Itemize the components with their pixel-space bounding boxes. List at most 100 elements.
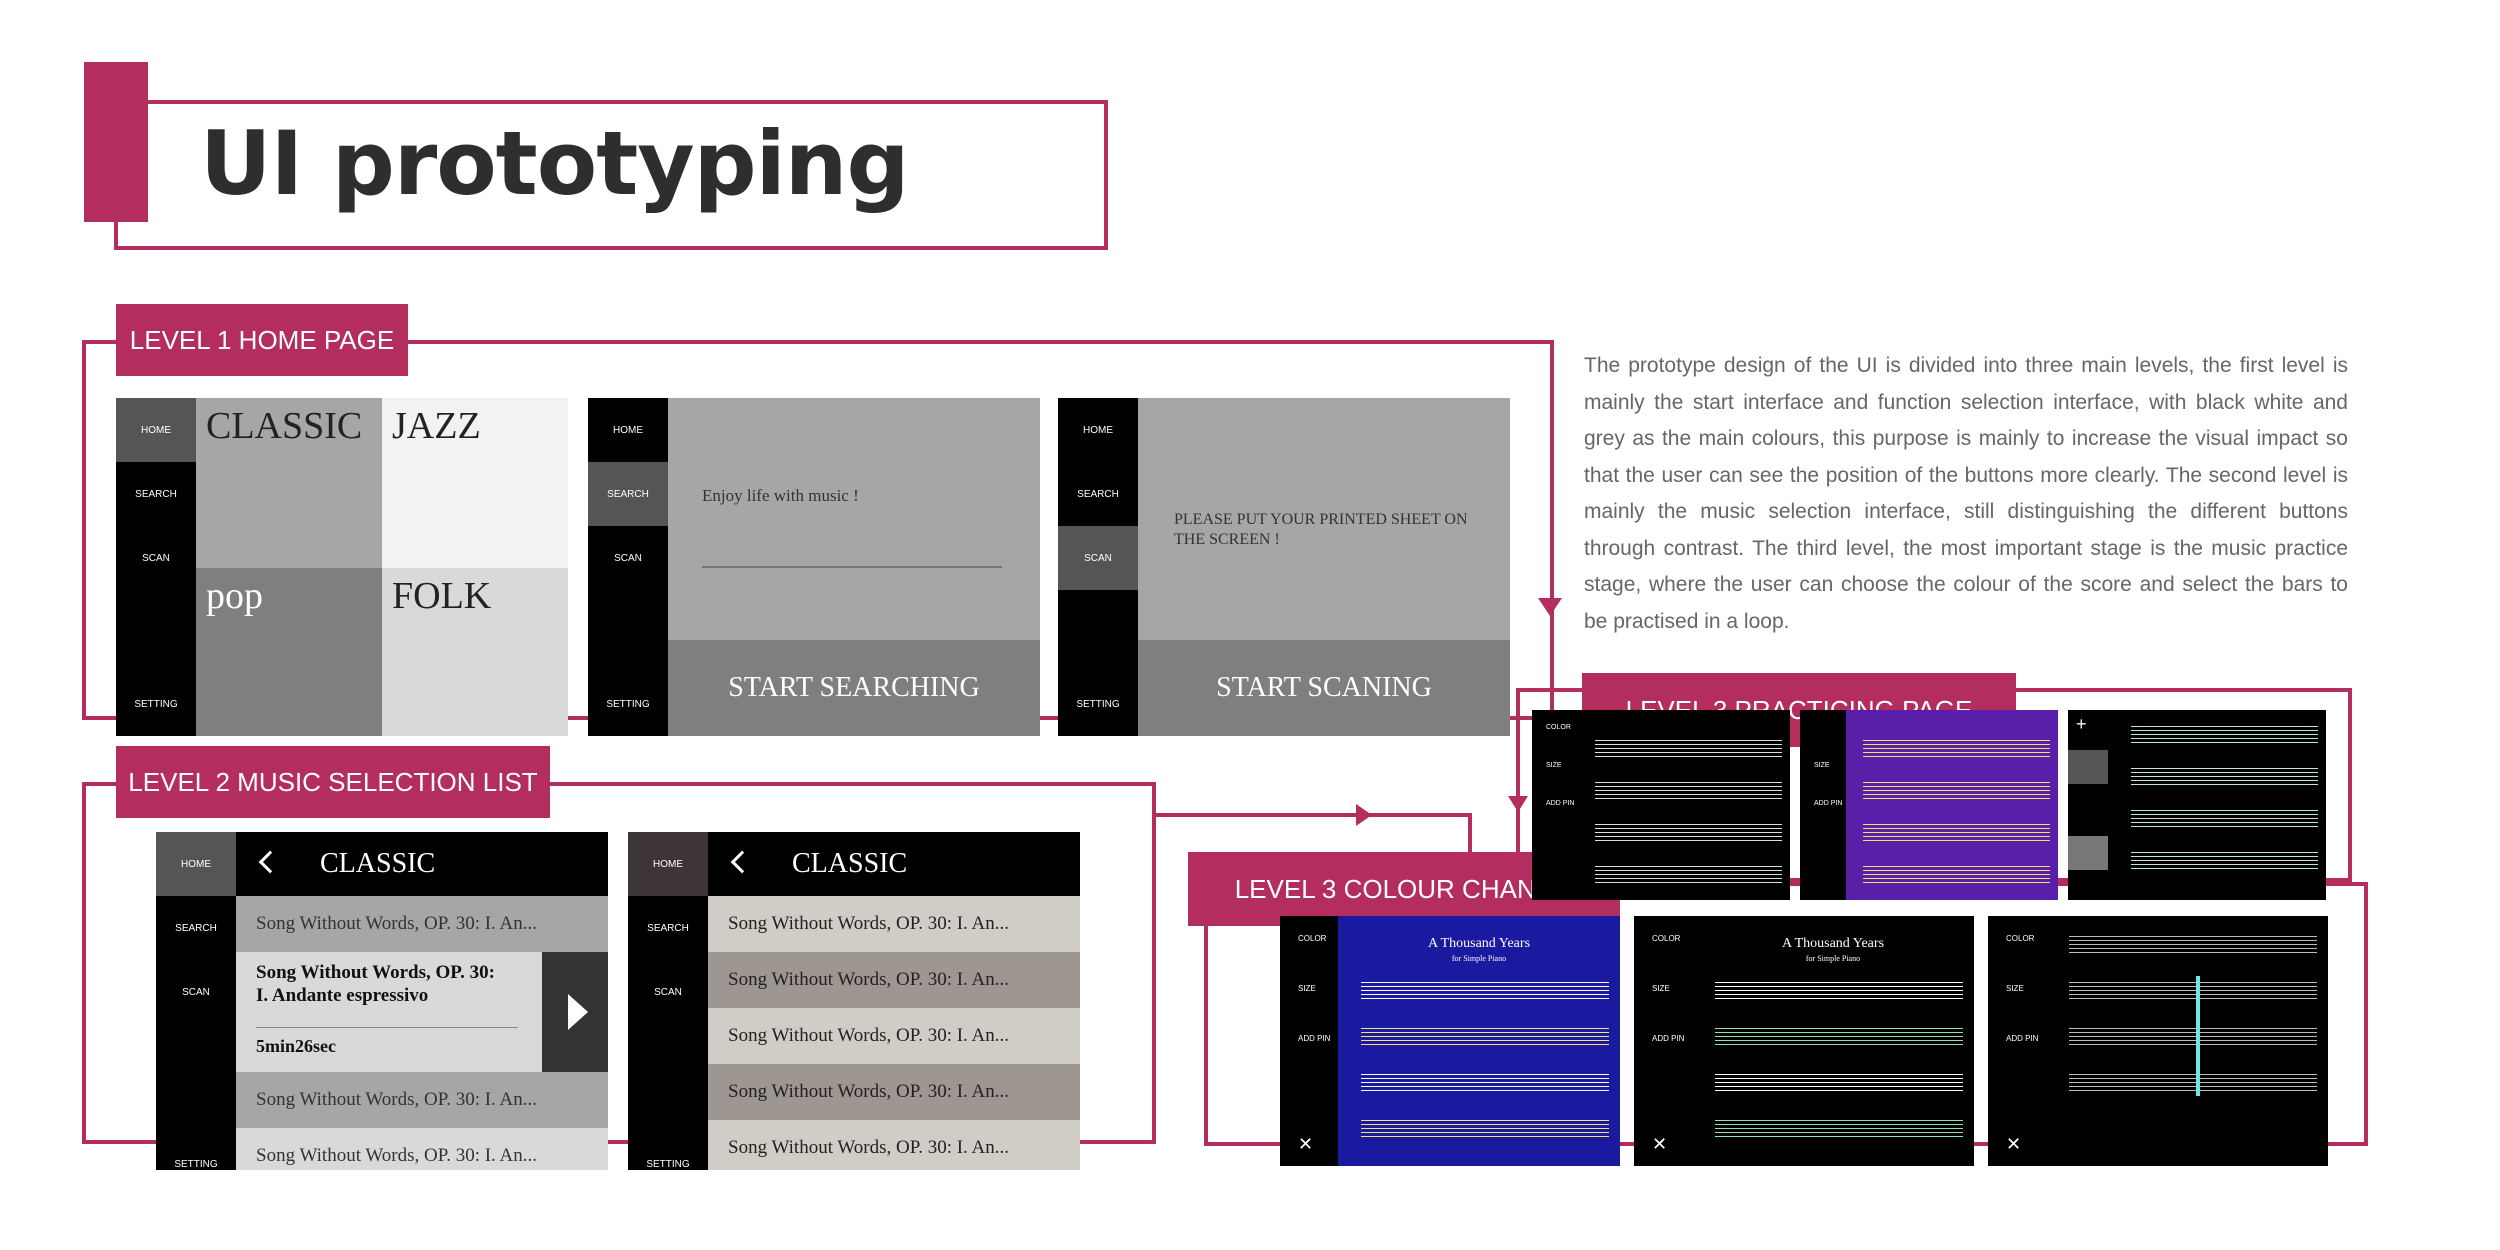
music-sheet	[1578, 710, 1790, 900]
nav-search[interactable]: SEARCH	[647, 922, 689, 934]
song-row[interactable]: Song Without Words, OP. 30: I. An...	[708, 1008, 1080, 1064]
color-option[interactable]: COLOR	[1298, 934, 1327, 943]
practice-screen-2: SIZE ADD PIN	[1800, 710, 2058, 900]
divider	[256, 1027, 518, 1028]
nav-home[interactable]: HOME	[156, 832, 236, 896]
nav-home[interactable]: HOME	[613, 424, 643, 436]
nav-scan[interactable]: SCAN	[142, 552, 170, 564]
staff-line	[1360, 1028, 1609, 1045]
nav-search[interactable]: SEARCH	[135, 488, 177, 500]
category-classic[interactable]: CLASSIC	[196, 398, 382, 568]
close-icon[interactable]: ✕	[2006, 1134, 2022, 1154]
nav-search[interactable]: SEARCH	[588, 462, 668, 526]
staff-line	[1862, 782, 2050, 799]
staff-line	[1862, 740, 2050, 757]
level1-label: LEVEL 1 HOME PAGE	[116, 304, 408, 376]
level2-frame	[82, 782, 1156, 1144]
start-scanning-button[interactable]: START SCANING	[1138, 640, 1510, 736]
header-frame	[114, 100, 1108, 250]
nav-scan[interactable]: SCAN	[1058, 526, 1138, 590]
color-option[interactable]: COLOR	[2006, 934, 2035, 943]
staff-line	[1360, 1120, 1609, 1137]
song-row[interactable]: Song Without Words, OP. 30: I. An...	[236, 1128, 608, 1170]
song-row[interactable]: Song Without Words, OP. 30: I. An...	[708, 896, 1080, 952]
nav-setting[interactable]: SETTING	[174, 1158, 218, 1170]
staff-line	[1714, 1028, 1963, 1045]
home-screen: HOME SEARCH SCAN SETTING CLASSIC JAZZ po…	[116, 398, 568, 736]
nav-setting[interactable]: SETTING	[134, 698, 178, 710]
add-pin-option[interactable]: ADD PIN	[1814, 800, 1843, 807]
song-row[interactable]: Song Without Words, OP. 30: I. An...	[708, 1120, 1080, 1170]
size-option[interactable]: SIZE	[1298, 984, 1316, 993]
staff-line	[1862, 866, 2050, 883]
nav-setting[interactable]: SETTING	[1076, 698, 1120, 710]
music-sheet: A Thousand Years for Simple Piano	[1338, 916, 1620, 1166]
score-title: A Thousand Years	[1427, 936, 1531, 951]
side-nav: HOME SEARCH SCAN SETTING	[1058, 398, 1138, 736]
size-option-active[interactable]	[2068, 750, 2108, 784]
close-icon[interactable]: ✕	[1652, 1134, 1668, 1154]
nav-scan[interactable]: SCAN	[182, 986, 210, 998]
nav-home[interactable]: HOME	[628, 832, 708, 896]
staff-line	[1360, 982, 1609, 999]
colour-screen-grey: COLOR SIZE ADD PIN ✕	[1988, 916, 2328, 1166]
color-option[interactable]: COLOR	[1546, 724, 1571, 731]
staff-line	[1714, 1120, 1963, 1137]
song-row[interactable]: Song Without Words, OP. 30: I. An...	[708, 952, 1080, 1008]
song-duration: 5min26sec	[256, 1036, 336, 1056]
nav-setting[interactable]: SETTING	[606, 698, 650, 710]
practice-screen-3: +	[2068, 710, 2326, 900]
staff-line	[1594, 782, 1782, 799]
close-icon[interactable]: ✕	[1298, 1134, 1314, 1154]
side-nav: HOME SEARCH SCAN SETTING	[156, 832, 236, 1170]
nav-home[interactable]: HOME	[116, 398, 196, 462]
staff-line	[1594, 866, 1782, 883]
music-sheet	[2046, 916, 2328, 1166]
plus-icon[interactable]: +	[2076, 714, 2087, 734]
colour-screen-blue: COLOR SIZE ADD PIN ✕ A Thousand Years fo…	[1280, 916, 1620, 1166]
start-searching-button[interactable]: START SEARCHING	[668, 640, 1040, 736]
song-row[interactable]: Song Without Words, OP. 30: I. An...	[708, 1064, 1080, 1120]
nav-setting[interactable]: SETTING	[646, 1158, 690, 1170]
song-row[interactable]: Song Without Words, OP. 30: I. An...	[236, 1072, 608, 1128]
color-option[interactable]: COLOR	[1652, 934, 1681, 943]
music-sheet: A Thousand Years for Simple Piano	[1692, 916, 1974, 1166]
staff-line	[1360, 1074, 1609, 1091]
description-text: The prototype design of the UI is divide…	[1584, 354, 2348, 633]
size-option[interactable]: SIZE	[1814, 762, 1830, 769]
side-option-active[interactable]	[2068, 836, 2108, 870]
nav-scan[interactable]: SCAN	[654, 986, 682, 998]
nav-search[interactable]: SEARCH	[1077, 488, 1119, 500]
score-subtitle: for Simple Piano	[1451, 954, 1507, 963]
staff-line	[1714, 982, 1963, 999]
staff-line	[2068, 936, 2317, 953]
size-option[interactable]: SIZE	[1546, 762, 1562, 769]
size-option[interactable]: SIZE	[1652, 984, 1670, 993]
list-header-title: CLASSIC	[320, 848, 436, 879]
staff-line	[2068, 1028, 2317, 1045]
size-option[interactable]: SIZE	[2006, 984, 2024, 993]
list-screen-striped: HOME SEARCH SCAN SETTING CLASSIC Song Wi…	[628, 832, 1080, 1170]
staff-line	[1862, 824, 2050, 841]
arrow-down-icon	[1508, 796, 1528, 812]
search-input[interactable]	[702, 566, 1002, 568]
category-folk[interactable]: FOLK	[382, 568, 568, 736]
add-pin-option[interactable]: ADD PIN	[2006, 1034, 2039, 1043]
staff-line	[2068, 1074, 2317, 1091]
add-pin-option[interactable]: ADD PIN	[1298, 1034, 1331, 1043]
add-pin-option[interactable]: ADD PIN	[1546, 800, 1575, 807]
arrow-right-icon	[1356, 804, 1372, 826]
add-pin-option[interactable]: ADD PIN	[1652, 1034, 1685, 1043]
song-row[interactable]: Song Without Words, OP. 30: I. An...	[236, 896, 608, 952]
category-pop[interactable]: pop	[196, 568, 382, 736]
arrow-down-icon	[1538, 598, 1562, 616]
expanded-song-subtitle: I. Andante espressivo	[256, 985, 429, 1006]
expanded-song-title: Song Without Words, OP. 30:	[256, 962, 495, 983]
nav-home[interactable]: HOME	[1083, 424, 1113, 436]
category-jazz[interactable]: JAZZ	[382, 398, 568, 568]
loop-pin-marker[interactable]	[2196, 976, 2200, 1096]
connector-line	[1156, 813, 1472, 817]
nav-scan[interactable]: SCAN	[614, 552, 642, 564]
side-nav: HOME SEARCH SCAN SETTING	[116, 398, 196, 736]
nav-search[interactable]: SEARCH	[175, 922, 217, 934]
